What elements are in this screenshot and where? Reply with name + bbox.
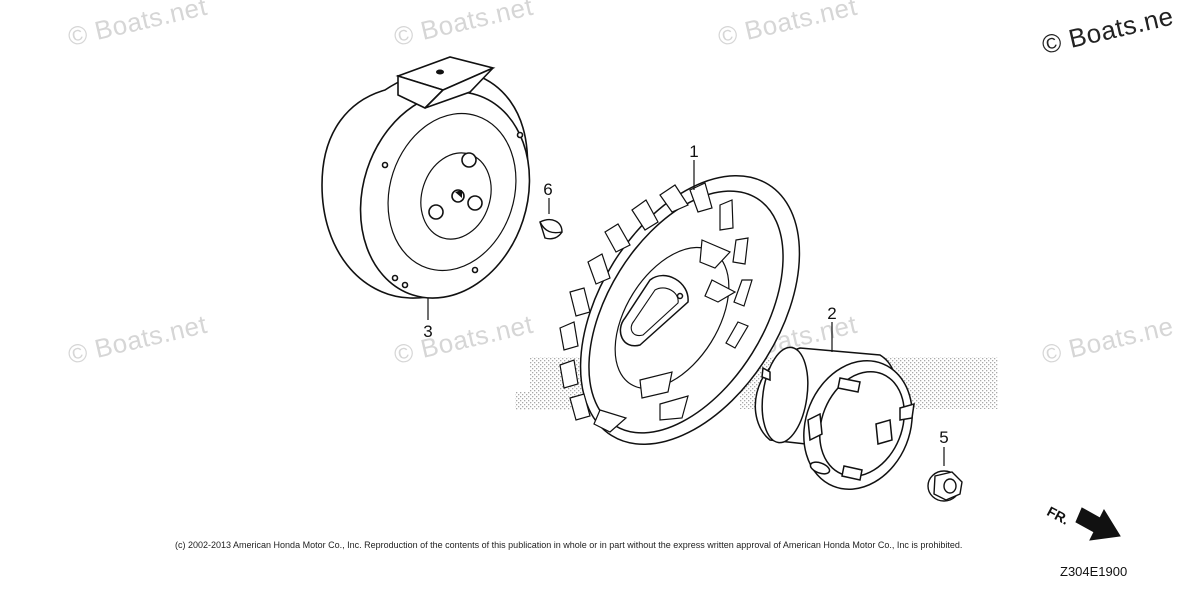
- callout-part-6: 6: [543, 180, 553, 199]
- flywheel: [321, 56, 531, 299]
- callout-part-2: 2: [827, 304, 837, 323]
- callout-part-5: 5: [939, 428, 949, 447]
- flange-nut: [927, 470, 963, 502]
- cooling-fan: [559, 174, 801, 446]
- copyright-notice: (c) 2002-2013 American Honda Motor Co., …: [175, 540, 963, 550]
- callout-part-3: 3: [423, 322, 433, 341]
- diagram-code: Z304E1900: [1060, 564, 1128, 579]
- callout-part-1: 1: [689, 142, 699, 161]
- woodruff-key: [539, 218, 563, 240]
- front-arrow-icon: [1075, 507, 1121, 541]
- starter-pulley: [754, 346, 915, 490]
